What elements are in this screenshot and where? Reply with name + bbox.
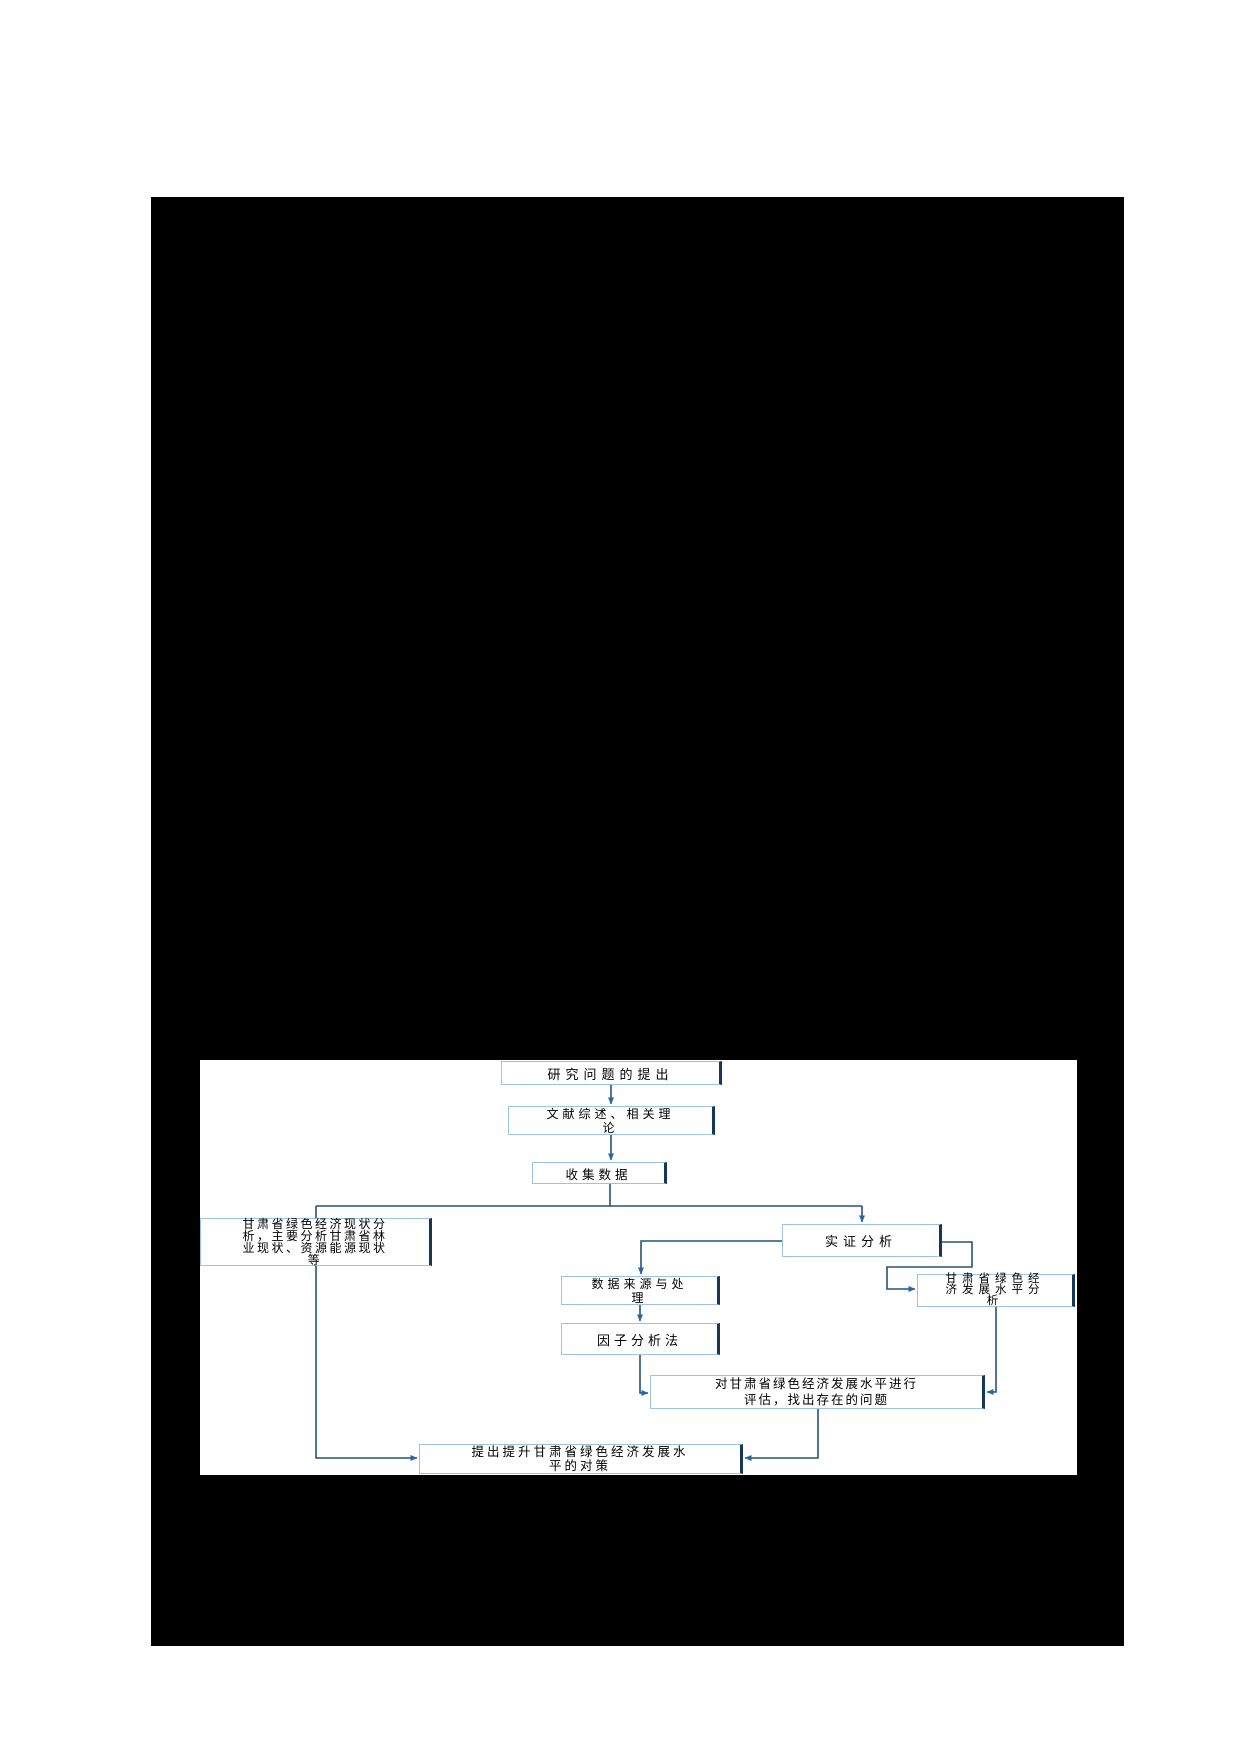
flowchart-node-label: 文献综述、相关理 论	[546, 1106, 675, 1135]
connector-layer	[315, 1085, 997, 1461]
flowchart-node-label: 研究问题的提出	[547, 1066, 674, 1082]
flowchart-node-label: 甘肃省绿色经 济发展水平分 析	[945, 1273, 1045, 1307]
flowchart-node-factor-analysis: 因子分析法	[561, 1323, 720, 1355]
flowchart-node-label: 数据来源与处 理	[591, 1276, 688, 1305]
flowchart-node-status-analysis: 甘肃省绿色经济现状分 析，主要分析甘肃省林 业现状、资源能源现状 等	[200, 1218, 432, 1266]
flowchart-node-research-problem: 研究问题的提出	[501, 1061, 722, 1085]
flowchart-node-collect-data: 收集数据	[532, 1162, 667, 1184]
flowchart-node-green-economy-level-analysis: 甘肃省绿色经 济发展水平分 析	[917, 1273, 1075, 1307]
flowchart-panel: 研究问题的提出 文献综述、相关理 论 收集数据 甘肃省绿色经济现状分 析，主要分…	[200, 1060, 1077, 1475]
flowchart-node-empirical-analysis: 实证分析	[782, 1224, 942, 1257]
connector-empirical-to-level-analysis	[886, 1241, 973, 1292]
flowchart-node-label: 因子分析法	[596, 1332, 682, 1348]
flowchart-node-label: 对甘肃省绿色经济发展水平进行 评估，找出存在的问题	[714, 1377, 918, 1407]
flowchart-node-evaluate-problems: 对甘肃省绿色经济发展水平进行 评估，找出存在的问题	[650, 1375, 985, 1409]
flowchart-node-literature-theory: 文献综述、相关理 论	[508, 1106, 715, 1135]
connector-status-analysis-to-countermeasures	[315, 1266, 418, 1461]
flowchart-node-label: 提出提升甘肃省绿色经济发展水 平的对策	[471, 1445, 689, 1473]
flowchart-node-data-source-processing: 数据来源与处 理	[561, 1276, 720, 1305]
flowchart-node-label: 甘肃省绿色经济现状分 析，主要分析甘肃省林 业现状、资源能源现状 等	[242, 1217, 388, 1267]
connector-factor-to-evaluate	[639, 1355, 649, 1396]
flowchart-node-label: 收集数据	[565, 1167, 632, 1182]
flowchart-node-countermeasures: 提出提升甘肃省绿色经济发展水 平的对策	[419, 1444, 743, 1474]
flowchart-node-label: 实证分析	[824, 1234, 897, 1249]
connector-level-analysis-to-evaluate	[986, 1307, 997, 1395]
connector-evaluate-to-countermeasures	[744, 1409, 819, 1461]
connector-empirical-to-data-source	[638, 1240, 782, 1275]
